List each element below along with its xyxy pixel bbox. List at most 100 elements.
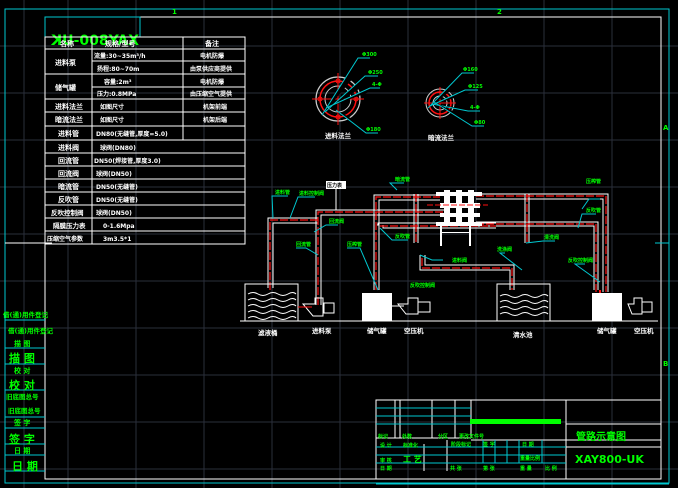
strip-label: 签 字 [8, 432, 35, 446]
row-name: 隔膜压力表 [53, 221, 86, 230]
inner-frame [44, 16, 662, 480]
header-spec: 规格/型号 [105, 39, 136, 48]
equipment-label: 空压机 [634, 326, 654, 335]
flange-callout: Φ300 [362, 52, 377, 58]
title-block-cell: 设 计 [380, 442, 392, 449]
row-name: 反吹管 [58, 195, 79, 204]
strip-label: 借(通)用件登记 [7, 326, 53, 335]
pipe-label: 压榨管 [347, 241, 362, 248]
pipe-label: 进料管 [275, 189, 290, 196]
pipe-label: 进料控制阀 [299, 190, 324, 197]
row-spec: 如图尺寸 [100, 103, 124, 111]
row-note: 电机防爆 [200, 78, 225, 86]
title-block-cell: 工 艺 [403, 454, 422, 464]
title-block-cell: 日 期 [380, 465, 392, 472]
pipe-label: 进料阀 [452, 257, 467, 264]
strip-label: 旧底图总号 [6, 392, 39, 401]
row-name: 进料泵 [55, 58, 76, 67]
row-name: 反吹控制阀 [51, 208, 84, 217]
flange-callout: Φ160 [463, 67, 478, 73]
zone-number-2: 2 [497, 8, 502, 16]
title-block-cell: 阶段标记 [451, 441, 471, 448]
feed-flange-label: 进料法兰 [325, 131, 352, 140]
pipe-label: 反吹管 [586, 207, 601, 214]
row-spec: DN50(无缝管) [96, 183, 138, 191]
title-block-cell: 标记 [377, 433, 388, 440]
drawing-name: 管路示意图 [576, 430, 626, 443]
title-block-cell: 分区 [438, 433, 448, 440]
strip-label: 描 图 [14, 339, 30, 348]
row-name: 进料管 [58, 129, 79, 138]
row-name: 回流阀 [58, 169, 79, 178]
strip-label: 日 期 [14, 446, 30, 455]
equipment-label: 储气罐 [366, 326, 387, 335]
row-spec: 流量:30~35m³/h [94, 52, 145, 60]
strip-label: 校 对 [14, 366, 30, 375]
equipment-label: 空压机 [404, 326, 424, 335]
row-name: 储气罐 [54, 83, 76, 92]
row-spec: 球阀(DN50) [96, 209, 132, 217]
zone-letter-a: A [663, 124, 669, 132]
filtrate-flange-drawing [424, 72, 484, 127]
flange-callout: Φ250 [368, 70, 383, 76]
title-block-cell: 重 量 [520, 465, 532, 472]
title-block-bar [470, 419, 561, 424]
row-name: 暗流管 [58, 182, 79, 191]
strip-label: 日 期 [12, 459, 38, 473]
title-block-cell: 日 期 [522, 441, 534, 448]
title-block-cell: 处数 [401, 433, 413, 440]
pipe-label: 洗涤阀 [497, 246, 512, 253]
row-note: 机架后端 [203, 116, 227, 124]
filter-press [436, 190, 482, 246]
callout-leaders [271, 182, 601, 291]
air-tank-2 [592, 293, 622, 321]
title-block-cell: 共 张 [450, 465, 463, 472]
row-note: 由泵供应商提供 [190, 65, 232, 73]
feed-pump [298, 297, 335, 317]
flange-callout: Φ80 [474, 120, 486, 126]
pipe-network [267, 193, 609, 305]
pipe-label: 清洗阀 [544, 234, 559, 241]
pipe-label: 反吹管 [395, 233, 410, 240]
strip-label: 描 图 [9, 351, 35, 365]
row-spec: 0-1.6Mpa [103, 223, 135, 230]
row-spec: 如图尺寸 [100, 116, 124, 124]
equipment-label: 清水池 [513, 330, 533, 339]
flange-callout: Φ180 [366, 127, 381, 133]
clean-water-tank [496, 283, 551, 322]
equipment-label: 滤液桶 [258, 328, 278, 337]
equipment-label: 储气罐 [596, 326, 617, 335]
pipe-label: 反吹控制阀 [410, 282, 435, 289]
drawing-code: XAY800-UK [575, 453, 644, 466]
strip-label: 借(通)用件登记 [2, 310, 48, 319]
row-spec: 球阀(DN80) [100, 144, 136, 152]
strip-label: 旧底图总号 [8, 406, 41, 415]
row-name: 回流管 [58, 156, 79, 165]
header-name: 名称 [60, 39, 74, 48]
spec-table-text: 名称 规格/型号 备注 进料泵 流量:30~35m³/h 扬程:80~70m 电… [47, 39, 232, 243]
row-name: 暗流法兰 [55, 115, 83, 124]
title-block-cell: 重量比例 [520, 455, 540, 462]
zone-number-1: 1 [172, 8, 177, 16]
spec-table [44, 36, 246, 245]
title-block [375, 399, 669, 485]
row-note: 电机防爆 [200, 52, 225, 60]
row-spec: 容量:2m³ [103, 78, 132, 86]
title-block-cell: 比 例 [545, 465, 557, 472]
title-block-cell: 更改文件号 [459, 433, 484, 440]
row-spec: 3m3.5*1 [103, 236, 131, 243]
row-name: 压缩空气参数 [47, 235, 84, 243]
row-spec: DN50(无缝管) [96, 196, 138, 204]
pressure-gauge-label: 压力表 [327, 182, 343, 189]
pipe-label: 回流阀 [329, 218, 344, 225]
title-block-cell: 标准化 [402, 442, 418, 449]
left-revision-strip: 借(通)用件登记 借(通)用件登记 描 图 描 图 校 对 校 对 旧底图总号 … [2, 310, 53, 473]
feed-flange-drawing [312, 57, 380, 134]
row-name: 进料阀 [58, 143, 79, 152]
equipment-label: 进料泵 [312, 326, 332, 335]
title-block-cell: 审 核 [380, 457, 392, 464]
pressure-gauge [326, 181, 346, 189]
pipe-label: 压榨管 [586, 178, 601, 185]
row-spec: DN50(焊接管,厚度3.0) [94, 157, 161, 165]
